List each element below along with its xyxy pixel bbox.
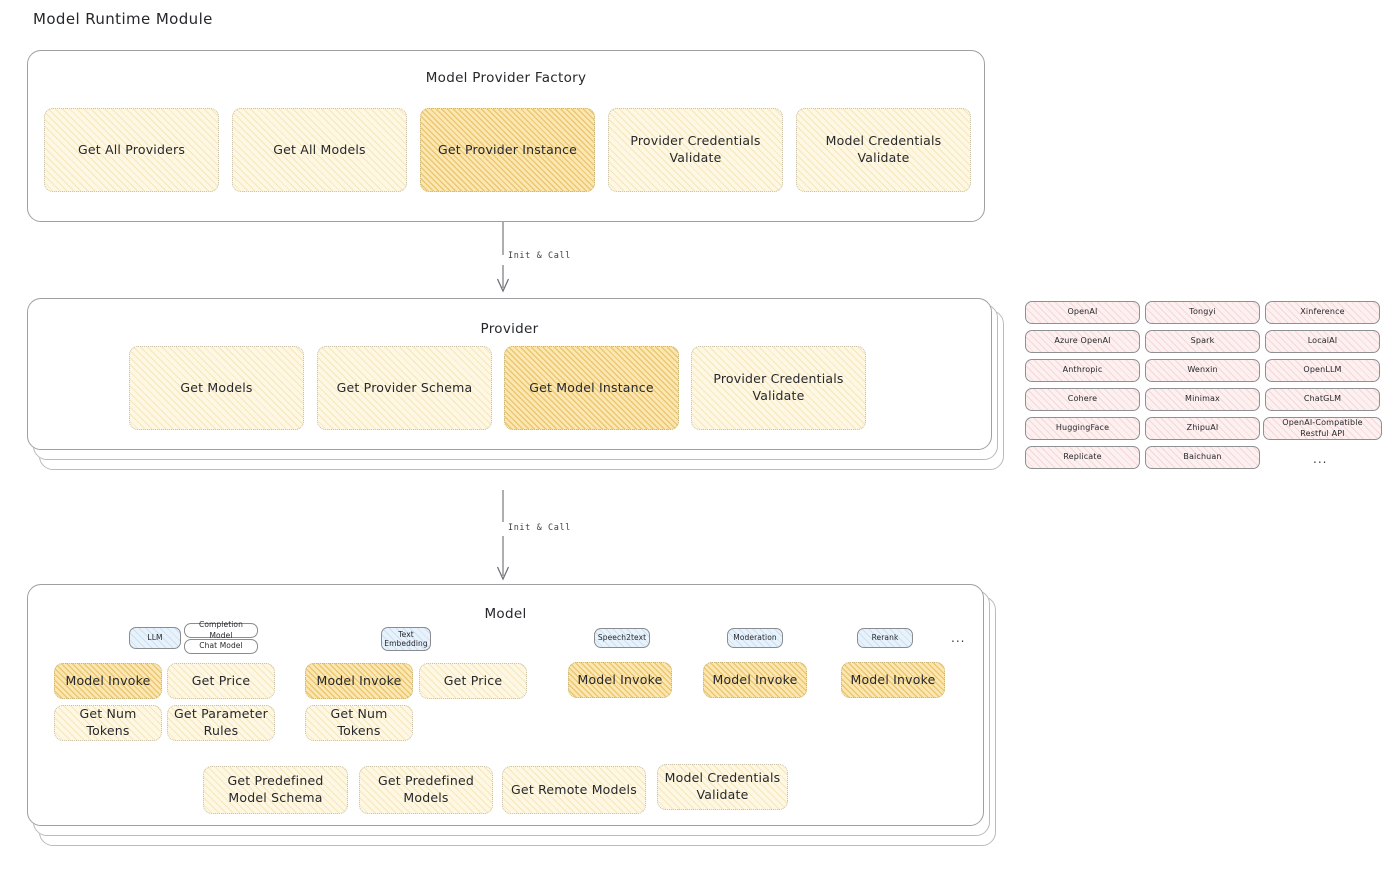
model-common-node-get-predefined-model-schema[interactable]: Get Predefined Model Schema: [203, 766, 348, 814]
model-badge-text-embedding[interactable]: Text Embedding: [381, 627, 431, 651]
provider-chip-azure-openai[interactable]: Azure OpenAI: [1025, 330, 1140, 353]
page-title: Model Runtime Module: [33, 10, 213, 28]
arrow-provider-to-model: Init & Call: [470, 490, 590, 585]
model-node-llm-get-num-tokens[interactable]: Get Num Tokens: [54, 705, 162, 741]
provider-chip-openllm[interactable]: OpenLLM: [1265, 359, 1380, 382]
model-common-node-get-predefined-models[interactable]: Get Predefined Models: [359, 766, 493, 814]
factory-node-get-all-providers[interactable]: Get All Providers: [44, 108, 219, 192]
factory-node-get-all-models[interactable]: Get All Models: [232, 108, 407, 192]
provider-chip-replicate[interactable]: Replicate: [1025, 446, 1140, 469]
model-groups-ellipsis: ...: [951, 631, 966, 645]
model-badge-speech2text[interactable]: Speech2text: [594, 628, 650, 648]
provider-chip-spark[interactable]: Spark: [1145, 330, 1260, 353]
provider-list-ellipsis: ...: [1313, 452, 1328, 466]
factory-node-provider-credentials-validate[interactable]: Provider Credentials Validate: [608, 108, 783, 192]
provider-chip-localai[interactable]: LocalAI: [1265, 330, 1380, 353]
model-subbadge-completion-model[interactable]: Completion Model: [184, 620, 258, 640]
model-node-llm-model-invoke[interactable]: Model Invoke: [54, 663, 162, 699]
arrow-2-label: Init & Call: [508, 523, 571, 533]
model-node-embedding-model-invoke[interactable]: Model Invoke: [305, 663, 413, 699]
provider-chip-huggingface[interactable]: HuggingFace: [1025, 417, 1140, 440]
model-badge-rerank[interactable]: Rerank: [857, 628, 913, 648]
provider-chip-chatglm[interactable]: ChatGLM: [1265, 388, 1380, 411]
arrow-2-icon: [496, 490, 510, 581]
provider-chip-wenxin[interactable]: Wenxin: [1145, 359, 1260, 382]
provider-chip-xinference[interactable]: Xinference: [1265, 301, 1380, 324]
model-provider-factory-title: Model Provider Factory: [425, 70, 587, 86]
provider-node-provider-credentials-validate[interactable]: Provider Credentials Validate: [691, 346, 866, 430]
provider-node-get-model-instance[interactable]: Get Model Instance: [504, 346, 679, 430]
provider-chip-minimax[interactable]: Minimax: [1145, 388, 1260, 411]
model-common-node-model-credentials-validate[interactable]: Model Credentials Validate: [657, 764, 788, 810]
model-badge-llm[interactable]: LLM: [129, 627, 181, 649]
provider-node-get-models[interactable]: Get Models: [129, 346, 304, 430]
model-badge-moderation[interactable]: Moderation: [727, 628, 783, 648]
model-subbadge-chat-model[interactable]: Chat Model: [184, 639, 258, 654]
model-title: Model: [484, 606, 527, 622]
provider-chip-zhipuai[interactable]: ZhipuAI: [1145, 417, 1260, 440]
arrow-1-label: Init & Call: [508, 251, 571, 261]
model-node-llm-get-price[interactable]: Get Price: [167, 663, 275, 699]
provider-chip-anthropic[interactable]: Anthropic: [1025, 359, 1140, 382]
factory-node-get-provider-instance[interactable]: Get Provider Instance: [420, 108, 595, 192]
provider-chip-cohere[interactable]: Cohere: [1025, 388, 1140, 411]
provider-chip-openai-compatible-restful-api[interactable]: OpenAI-Compatible Restful API: [1263, 417, 1382, 440]
provider-chip-openai[interactable]: OpenAI: [1025, 301, 1140, 324]
model-node-speech2text-model-invoke[interactable]: Model Invoke: [568, 662, 672, 698]
arrow-1-icon: [496, 222, 510, 293]
model-node-embedding-get-price[interactable]: Get Price: [419, 663, 527, 699]
provider-title: Provider: [480, 321, 539, 337]
model-node-rerank-model-invoke[interactable]: Model Invoke: [841, 662, 945, 698]
model-common-node-get-remote-models[interactable]: Get Remote Models: [502, 766, 646, 814]
model-node-moderation-model-invoke[interactable]: Model Invoke: [703, 662, 807, 698]
model-node-embedding-get-num-tokens[interactable]: Get Num Tokens: [305, 705, 413, 741]
provider-node-get-provider-schema[interactable]: Get Provider Schema: [317, 346, 492, 430]
arrow-factory-to-provider: Init & Call: [470, 222, 590, 297]
provider-chip-tongyi[interactable]: Tongyi: [1145, 301, 1260, 324]
model-node-llm-get-parameter-rules[interactable]: Get Parameter Rules: [167, 705, 275, 741]
factory-node-model-credentials-validate[interactable]: Model Credentials Validate: [796, 108, 971, 192]
provider-chip-baichuan[interactable]: Baichuan: [1145, 446, 1260, 469]
